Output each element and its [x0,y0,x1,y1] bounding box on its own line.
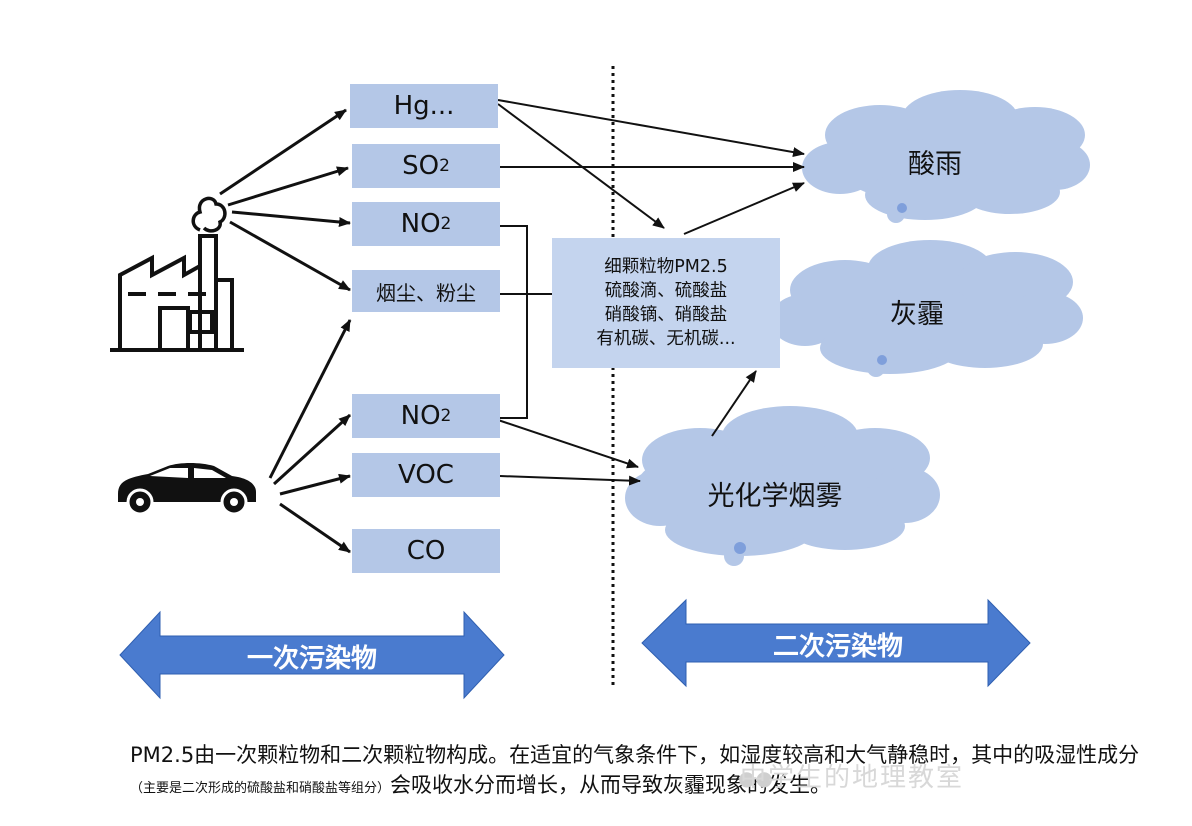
box-dust-label: 烟尘、粉尘 [376,280,476,305]
car-icon [118,463,256,516]
pm25-line-2: 硫酸滴、硫酸盐 [604,281,728,301]
box-dust: 烟尘、粉尘 [352,270,500,312]
box-hg-label: Hg... [393,91,455,121]
cloud-acid-rain [802,90,1090,223]
watermark: 中学生的地理教室 [740,763,965,793]
box-so2-subscript: 2 [439,156,450,176]
factory-arrows [219,108,351,292]
box-no2-bottom-label: NO [400,401,441,431]
cloud-haze-label: 灰霾 [890,299,944,330]
box-voc: VOC [352,453,500,497]
caption: PM2.5由一次颗粒物和二次颗粒物构成。在适宜的气象条件下，如湿度较高和大气静稳… [130,740,1160,804]
caption-note: （主要是二次形成的硫酸盐和硝酸盐等组分） [130,781,391,796]
cloud-smog [625,406,940,566]
caption-part-2: 会吸收水分而增长，从而导致灰霾现象的发生。 [390,773,832,797]
caption-part-1: PM2.5由一次颗粒物和二次颗粒物构成。在适宜的气象条件下，如湿度较高和大气静稳… [130,743,1140,767]
factory-icon [110,196,244,352]
box-voc-label: VOC [398,460,454,490]
box-co-label: CO [406,536,446,566]
pollutant-arrows [497,99,805,486]
pm25-line-3: 硝酸镝、硝酸盐 [604,305,728,325]
cloud-haze [770,240,1083,377]
pm25-line-4: 有机碳、无机碳... [596,329,736,349]
box-no2-top-subscript: 2 [440,214,452,234]
no2-bracket [500,225,528,419]
primary-big-arrow [119,610,505,700]
box-no2-bottom-subscript: 2 [440,406,452,426]
car-arrows [268,319,352,554]
box-co: CO [352,529,500,573]
cloud-acid-rain-label: 酸雨 [908,149,962,180]
secondary-pollutants-label: 二次污染物 [772,632,903,662]
box-no2-top-label: NO [400,209,441,239]
cloud-smog-label: 光化学烟雾 [707,481,843,512]
box-so2-label: SO [402,151,440,181]
wechat-icon: ●● [738,766,773,790]
primary-pollutants-label: 一次污染物 [246,644,377,674]
secondary-big-arrow [641,598,1031,688]
pm25-line-1: 细颗粒物PM2.5 [604,257,728,277]
pm25-box: 细颗粒物PM2.5 硫酸滴、硫酸盐 硝酸镝、硝酸盐 有机碳、无机碳... [552,238,780,368]
box-hg: Hg... [350,84,498,128]
